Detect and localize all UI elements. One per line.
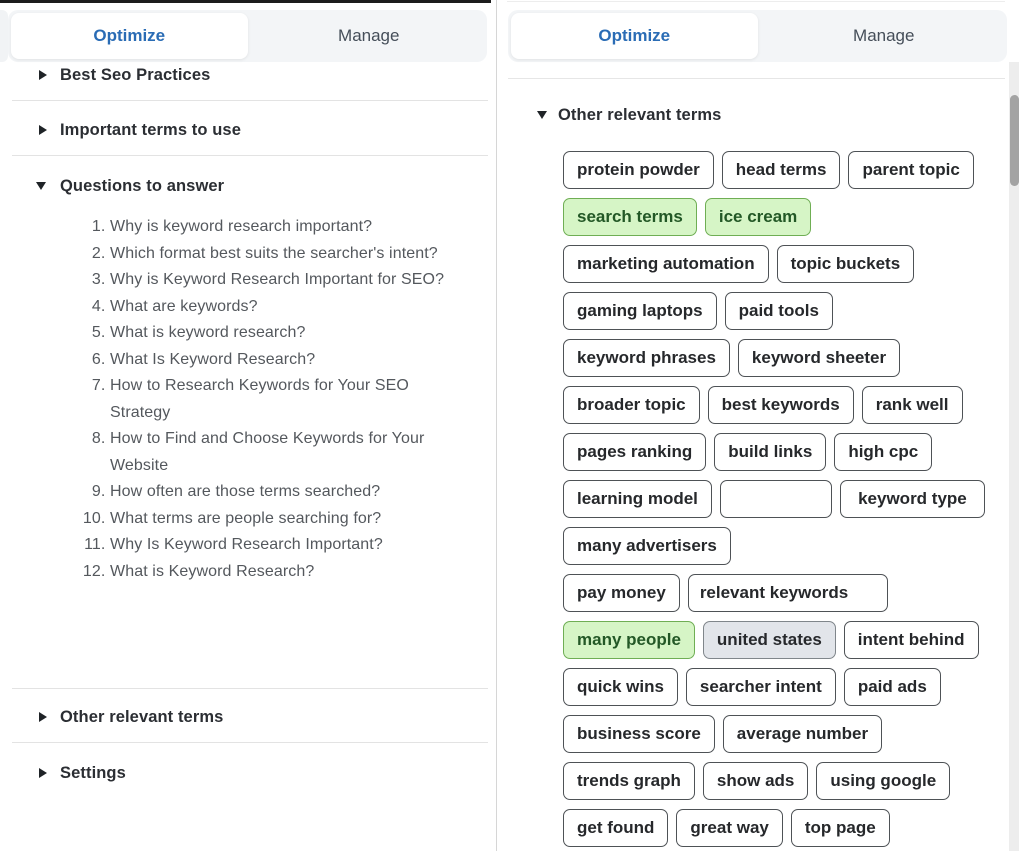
section-label: Important terms to use <box>60 120 241 139</box>
term-chip[interactable]: many advertisers <box>563 527 731 565</box>
term-chip[interactable]: using google <box>816 762 951 800</box>
term-chip[interactable]: great way <box>676 809 783 847</box>
tab-optimize[interactable]: Optimize <box>11 13 248 59</box>
term-chip[interactable]: topic buckets <box>776 245 915 283</box>
section-label: Best Seo Practices <box>60 65 211 84</box>
term-chip[interactable]: marketing automation <box>563 245 769 283</box>
left-tab-bar: Optimize Manage <box>8 10 487 62</box>
chevron-down-icon <box>537 111 547 119</box>
term-chip[interactable]: high cpc <box>834 433 933 471</box>
question-item: How often are those terms searched? <box>110 479 462 506</box>
question-item: What is Keyword Research? <box>110 559 462 586</box>
term-chip[interactable]: paid ads <box>843 668 941 706</box>
divider <box>12 155 488 156</box>
divider <box>508 78 1005 79</box>
term-chip[interactable]: average number <box>722 715 883 753</box>
section-label: Other relevant terms <box>60 707 224 726</box>
section-other-relevant-terms[interactable]: Other relevant terms <box>497 104 1024 126</box>
term-chip[interactable]: quick wins <box>563 668 678 706</box>
term-chip[interactable]: paid tools <box>724 292 833 330</box>
question-item: How to Find and Choose Keywords for Your… <box>110 426 462 479</box>
question-item: Why Is Keyword Research Important? <box>110 532 462 559</box>
term-chip[interactable]: searcher intent <box>685 668 836 706</box>
section-questions-to-answer[interactable]: Questions to answer <box>0 175 496 197</box>
question-item: Why is Keyword Research Important for SE… <box>110 267 462 294</box>
questions-list: Why is keyword research important? Which… <box>66 214 462 585</box>
divider <box>12 742 488 743</box>
question-item: What Is Keyword Research? <box>110 347 462 374</box>
scrolled-content-edge <box>0 0 491 3</box>
question-item: What terms are people searching for? <box>110 506 462 533</box>
section-other-relevant-terms[interactable]: Other relevant terms <box>0 706 496 728</box>
section-best-seo-practices[interactable]: Best Seo Practices <box>0 64 496 86</box>
term-chip[interactable]: head terms <box>721 151 841 189</box>
term-chip[interactable]: best keywords <box>707 386 854 424</box>
chevron-right-icon <box>39 70 47 80</box>
term-chip[interactable]: trends graph <box>563 762 695 800</box>
right-optimize-panel: Optimize Manage Other relevant terms pro… <box>497 0 1024 851</box>
tab-optimize[interactable]: Optimize <box>511 13 758 59</box>
section-label: Settings <box>60 763 126 782</box>
section-settings[interactable]: Settings <box>0 762 496 784</box>
term-chip[interactable]: learning model <box>563 480 712 518</box>
term-chip-used[interactable]: ice cream <box>704 198 812 236</box>
term-chip[interactable]: keyword sheeter <box>737 339 901 377</box>
divider <box>12 688 488 689</box>
term-chip[interactable]: keyword phrases <box>563 339 730 377</box>
term-chip[interactable]: gaming laptops <box>563 292 717 330</box>
tab-manage[interactable]: Manage <box>853 26 915 45</box>
term-chip-hovered[interactable]: united states <box>702 621 836 659</box>
term-chip[interactable]: intent behind <box>843 621 979 659</box>
right-tab-bar: Optimize Manage <box>508 10 1007 62</box>
term-chip[interactable]: business score <box>563 715 715 753</box>
question-item: Why is keyword research important? <box>110 214 462 241</box>
term-chip[interactable]: rank well <box>861 386 963 424</box>
section-label: Other relevant terms <box>558 105 722 124</box>
question-item: What is keyword research? <box>110 320 462 347</box>
scrolled-content-edge <box>507 1 1005 2</box>
term-chip[interactable] <box>719 480 832 518</box>
term-chip[interactable]: protein powder <box>563 151 714 189</box>
panel-divider <box>496 0 498 851</box>
term-chip[interactable]: show ads <box>702 762 809 800</box>
term-chip[interactable]: pages ranking <box>563 433 707 471</box>
chevron-right-icon <box>39 712 47 722</box>
term-chip[interactable]: keyword type <box>839 480 985 518</box>
question-item: Which format best suits the searcher's i… <box>110 241 462 268</box>
chevron-right-icon <box>39 768 47 778</box>
term-chip[interactable]: broader topic <box>563 386 700 424</box>
section-label: Questions to answer <box>60 176 225 195</box>
section-important-terms[interactable]: Important terms to use <box>0 119 496 141</box>
left-optimize-panel: Optimize Manage Best Seo Practices Impor… <box>0 0 496 851</box>
term-chip[interactable]: parent topic <box>848 151 974 189</box>
term-chip[interactable]: relevant keywords <box>687 574 888 612</box>
term-chip[interactable]: top page <box>790 809 890 847</box>
divider <box>12 100 488 101</box>
chevron-down-icon <box>36 182 46 190</box>
question-item: What are keywords? <box>110 294 462 321</box>
term-chip-used[interactable]: many people <box>563 621 695 659</box>
term-chip[interactable]: get found <box>563 809 669 847</box>
question-item: How to Research Keywords for Your SEO St… <box>110 373 462 426</box>
scrollbar-thumb[interactable] <box>1009 95 1019 186</box>
term-chip[interactable]: pay money <box>563 574 680 612</box>
tabbar-edge-decoration <box>0 10 8 62</box>
scrollbar-track[interactable] <box>1009 62 1019 851</box>
tab-manage[interactable]: Manage <box>338 26 400 45</box>
term-chip-used[interactable]: search terms <box>563 198 697 236</box>
chevron-right-icon <box>39 125 47 135</box>
term-chip[interactable]: build links <box>714 433 827 471</box>
